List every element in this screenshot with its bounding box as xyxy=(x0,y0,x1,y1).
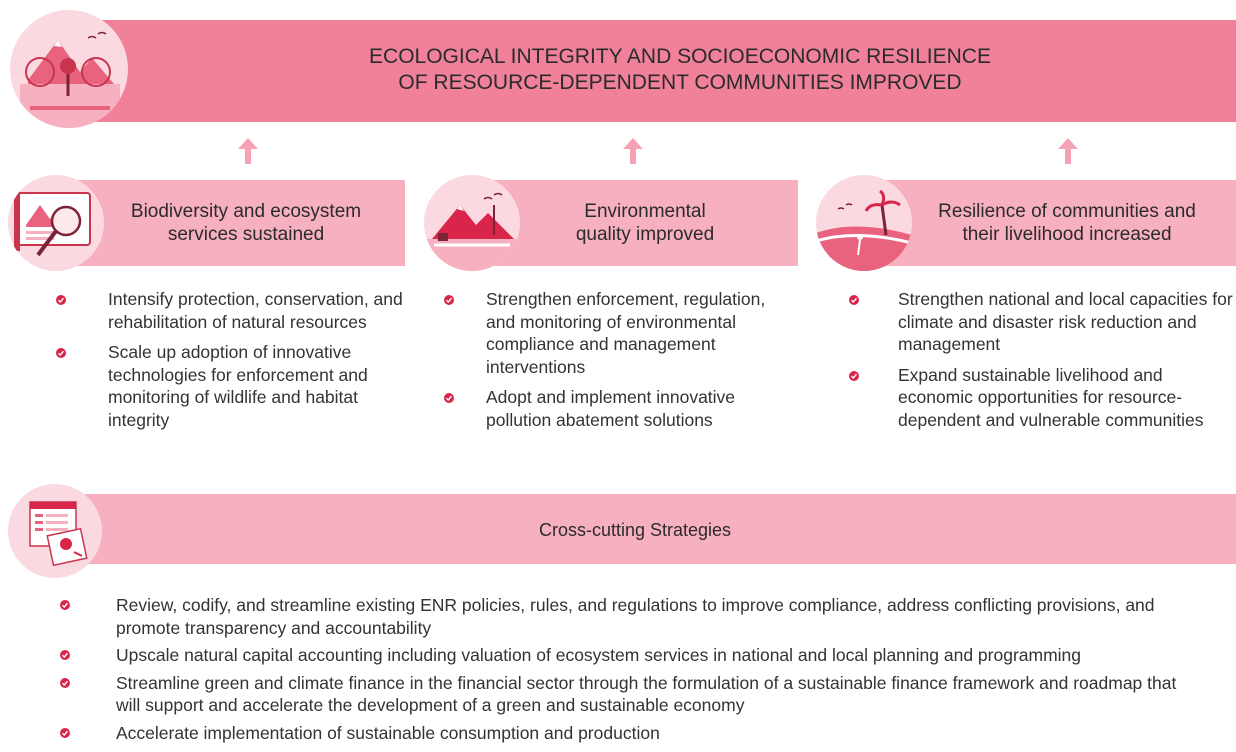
outcome-band-resilience xyxy=(880,180,1236,266)
check-bullet-icon xyxy=(60,727,70,738)
strategy-text: Scale up adoption of innovative technolo… xyxy=(108,342,368,430)
check-bullet-icon xyxy=(60,677,70,688)
goal-title-line1: ECOLOGICAL INTEGRITY AND SOCIOECONOMIC R… xyxy=(369,45,991,68)
strategy-text: Accelerate implementation of sustainable… xyxy=(116,722,660,743)
check-bullet-icon xyxy=(60,650,70,660)
list-item: Upscale natural capital accounting inclu… xyxy=(60,644,1196,667)
goal-banner xyxy=(90,20,1236,122)
check-bullet-icon xyxy=(56,348,66,358)
arrow-up-icon xyxy=(1058,138,1078,164)
strategy-text: Streamline green and climate finance in … xyxy=(116,672,1177,716)
check-bullet-icon xyxy=(60,600,70,610)
list-item: Expand sustainable livelihood and econom… xyxy=(849,364,1234,432)
arrow-up-icon xyxy=(623,138,643,164)
outcome-title-biodiversity: Biodiversity and ecosystem services sust… xyxy=(96,200,396,246)
outcome-title-environmental: Environmental quality improved xyxy=(500,200,790,246)
strategy-text: Intensify protection, conservation, and … xyxy=(108,289,403,332)
check-bullet-icon xyxy=(849,370,859,381)
strategy-text: Adopt and implement innovative pollution… xyxy=(486,387,736,430)
outcome-band-biodiversity xyxy=(68,180,405,266)
check-bullet-icon xyxy=(56,295,66,305)
strategy-list-biodiversity: Intensify protection, conservation, and … xyxy=(56,288,403,439)
outcome-title-line1: Biodiversity and ecosystem xyxy=(130,201,362,222)
goal-title-line2: OF RESOURCE-DEPENDENT COMMUNITIES IMPROV… xyxy=(398,71,962,94)
outcome-title-line2: services sustained xyxy=(167,224,325,245)
list-item: Streamline green and climate finance in … xyxy=(60,672,1196,717)
outcome-title-line2: quality improved xyxy=(575,224,715,245)
outcome-band-environmental xyxy=(470,180,798,266)
strategy-text: Upscale natural capital accounting inclu… xyxy=(116,645,1082,665)
crosscutting-title: Cross-cutting Strategies xyxy=(538,520,732,540)
check-bullet-icon xyxy=(444,295,454,305)
outcome-title-resilience: Resilience of communities and their live… xyxy=(912,200,1222,246)
list-item: Scale up adoption of innovative technolo… xyxy=(56,341,403,431)
crosscutting-band xyxy=(60,494,1236,564)
strategy-text: Expand sustainable livelihood and econom… xyxy=(898,364,1204,430)
landscape-illustration-icon xyxy=(10,10,128,128)
list-item: Accelerate implementation of sustainable… xyxy=(60,722,1196,745)
crosscutting-list: Review, codify, and streamline existing … xyxy=(60,594,1196,745)
goal-title: ECOLOGICAL INTEGRITY AND SOCIOECONOMIC R… xyxy=(200,44,1160,96)
documents-icon xyxy=(8,484,102,578)
outcome-title-line1: Resilience of communities and xyxy=(938,201,1196,222)
coastal-community-icon xyxy=(816,175,912,271)
strategy-text: Strengthen national and local capacities… xyxy=(898,289,1233,354)
list-item: Adopt and implement innovative pollution… xyxy=(444,386,796,431)
list-item: Review, codify, and streamline existing … xyxy=(60,594,1196,639)
outcome-title-line2: their livelihood increased xyxy=(962,224,1172,245)
outcome-title-line1: Environmental xyxy=(584,201,706,222)
strategy-list-resilience: Strengthen national and local capacities… xyxy=(849,288,1234,439)
biodiversity-monitoring-icon xyxy=(8,175,104,271)
list-item: Intensify protection, conservation, and … xyxy=(56,288,403,333)
check-bullet-icon xyxy=(849,295,859,305)
strategy-text: Review, codify, and streamline existing … xyxy=(116,595,1155,638)
check-bullet-icon xyxy=(444,393,454,403)
arrow-up-icon xyxy=(238,138,258,164)
strategy-text: Strengthen enforcement, regulation, and … xyxy=(486,289,766,377)
strategy-list-environmental: Strengthen enforcement, regulation, and … xyxy=(444,288,796,439)
list-item: Strengthen enforcement, regulation, and … xyxy=(444,288,796,378)
list-item: Strengthen national and local capacities… xyxy=(849,288,1234,356)
